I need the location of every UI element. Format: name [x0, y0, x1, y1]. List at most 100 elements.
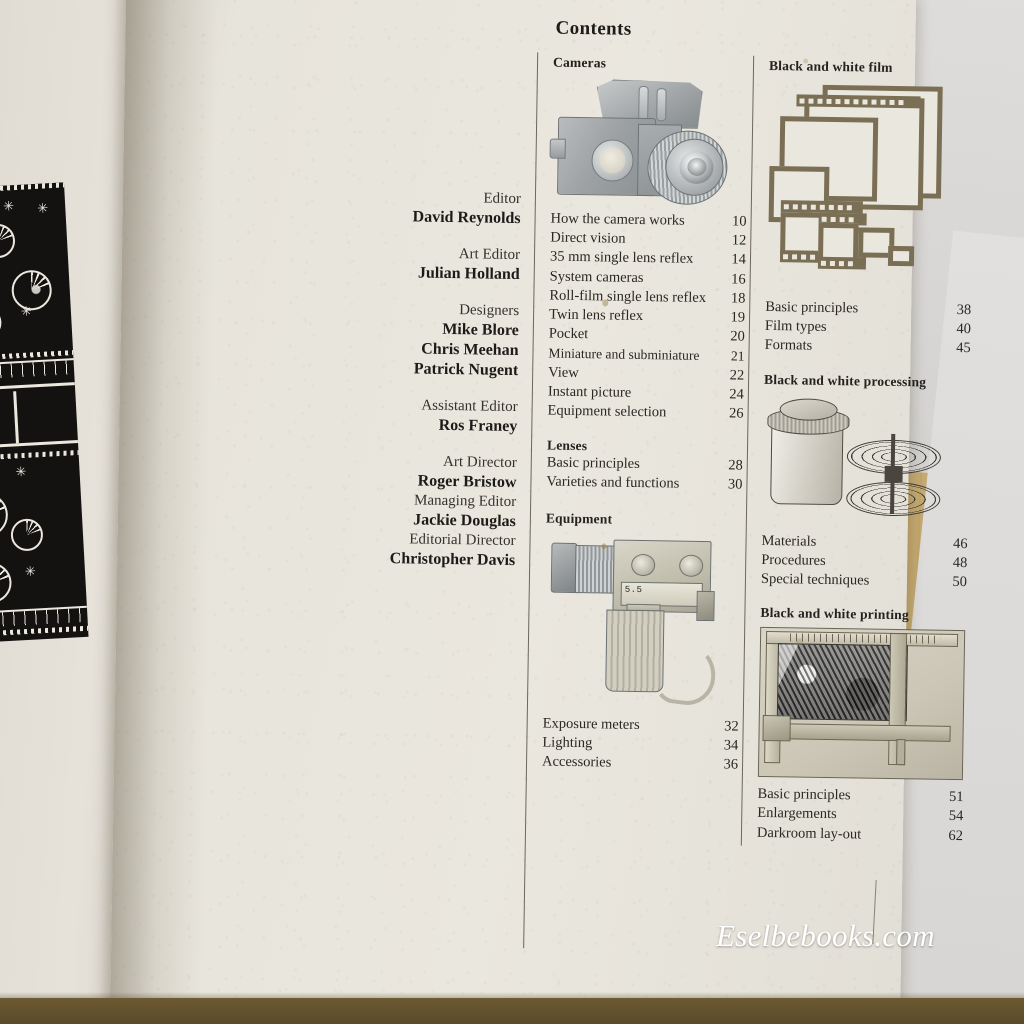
toc-entry-title: Special techniques [760, 570, 870, 589]
meter-lcd-value: 5.5 [624, 584, 643, 595]
meter-dial-right [679, 554, 704, 577]
credits-column: Editor David Reynolds Art Editor Julian … [235, 186, 521, 571]
credit-name: David Reynolds [412, 208, 521, 228]
toc-entry-page: 40 [956, 321, 972, 338]
bw-processing-entry-list: Materials 46 Procedures 48 Special techniq… [761, 532, 968, 593]
section-heading-cameras: Cameras [552, 54, 607, 71]
credit-name: Julian Holland [417, 264, 520, 284]
meter-lens-barrel [574, 544, 616, 594]
toc-entry-page: 26 [728, 405, 744, 422]
toc-entry-page: 36 [723, 756, 739, 773]
toc-entry-page: 14 [731, 251, 747, 269]
spiral-hub [884, 465, 903, 482]
camera-hood-detail [656, 88, 667, 122]
camera-hood-detail [638, 85, 649, 123]
toc-entry-page: 18 [730, 290, 746, 307]
toc-entry-page: 16 [731, 271, 746, 288]
toc-entry-title: Instant picture [547, 383, 632, 401]
toc-entry-page: 22 [729, 367, 745, 384]
toc-entry-page: 48 [952, 554, 968, 571]
enlarger-adjust-knob [762, 715, 791, 742]
toc-entry-page: 46 [952, 535, 968, 552]
cameras-entry-list: How the camera works 10 Direct vision 12 3… [547, 210, 746, 424]
paper-foxing-speck [602, 299, 609, 307]
credit-name: Ros Franey [438, 416, 518, 436]
contents-page: Contents Editor David Reynolds Art Edito… [109, 0, 971, 1024]
meter-dial-left [631, 553, 656, 576]
section-heading-equipment: Equipment [545, 510, 613, 527]
toc-entry-title: Basic principles [757, 786, 851, 804]
lenses-entry-list: Basic principles 28 Varieties and functio… [546, 454, 743, 495]
toc-entry-title: 35 mm single lens reflex [549, 248, 694, 268]
film-frame-smallest [887, 245, 915, 267]
toc-entry-title: System cameras [549, 268, 644, 286]
toc-entry-page: 32 [724, 717, 739, 735]
toc-entry-title: Accessories [541, 753, 612, 771]
desk-front-edge [0, 998, 1024, 1024]
credit-group: Editor David Reynolds [240, 186, 521, 229]
toc-entry-title: Direct vision [550, 229, 626, 247]
section-heading-black-and-white-film: Black and white film [768, 57, 893, 75]
page-title: Contents [555, 17, 632, 40]
credit-name: Christopher Davis [389, 550, 516, 570]
toc-entry-title: View [548, 364, 579, 381]
toc-entry-title: Procedures [761, 551, 826, 569]
credit-group: Designers Mike Blore Chris Meehan Patric… [238, 298, 520, 381]
toc-entry-title: Pocket [548, 325, 589, 343]
enlarger-horizontal-arm [772, 723, 951, 743]
toc-entry-page: 62 [948, 827, 964, 844]
toc-entry: Special techniques 50 [761, 570, 967, 592]
toc-entry-page: 50 [952, 573, 968, 591]
enlarger-easel-illustration [757, 627, 966, 781]
paper-foxing-speck [601, 543, 607, 550]
camera-wind-knob [549, 138, 566, 159]
toc-entry-title: How the camera works [550, 210, 685, 229]
developing-tank-illustration [762, 394, 970, 527]
equipment-entry-list: Exposure meters 32 Lighting 34 Accessories… [542, 714, 739, 775]
ornamental-engraving-illustration: ✳ ✳ ✳ ✳ ✳ ✳ ✳ ✳ ✳ ✳ [0, 182, 89, 644]
toc-entry-title: Film types [764, 318, 827, 336]
toc-entry-page: 24 [729, 386, 745, 403]
bw-printing-entry-list: Basic principles 51 Enlargements 54 Darkro… [757, 785, 964, 846]
camera-illustration [549, 77, 749, 209]
toc-entry-page: 28 [728, 457, 743, 474]
toc-entry-title: Roll-film single lens reflex [549, 287, 707, 306]
toc-entry: Equipment selection 26 [547, 402, 743, 424]
toc-entry-page: 51 [948, 789, 964, 806]
toc-entry-title: Equipment selection [547, 402, 667, 421]
credit-name: Patrick Nugent [413, 360, 519, 380]
credit-group: Art Editor Julian Holland [240, 242, 521, 285]
developing-tank-cap [779, 397, 838, 421]
toc-entry-page: 34 [723, 737, 739, 754]
film-and-darkroom-column: Black and white film [757, 58, 975, 846]
toc-entry-page: 12 [731, 232, 747, 249]
cameras-column: Cameras [542, 55, 749, 775]
meter-lens-hood [550, 542, 578, 593]
toc-entry-page: 10 [731, 213, 747, 230]
toc-entry-page: 19 [730, 309, 746, 326]
toc-entry-page: 20 [730, 328, 745, 345]
section-heading-black-and-white-processing: Black and white processing [764, 371, 927, 390]
toc-entry-page: 21 [730, 348, 745, 365]
film-perforation-strip-bottom [817, 256, 867, 270]
toc-entry-page: 54 [948, 808, 964, 825]
credit-group: Art Director Roger Bristow Managing Edit… [235, 450, 517, 571]
toc-entry-title: Basic principles [765, 298, 859, 317]
toc-entry-title: Varieties and functions [546, 473, 680, 493]
paper-foxing-speck [795, 638, 804, 645]
toc-entry-title: Formats [764, 337, 813, 355]
toc-entry-page: 45 [955, 340, 971, 357]
toc-entry-title: Lighting [542, 734, 593, 752]
film-formats-illustration [766, 80, 975, 283]
enlarger-support-foot [896, 739, 906, 766]
toc-entry: Accessories 36 [542, 753, 738, 775]
section-heading-black-and-white-printing: Black and white printing [760, 605, 910, 623]
toc-entry: Formats 45 [764, 336, 971, 358]
toc-entry-title: Basic principles [546, 454, 640, 473]
toc-entry-title: Enlargements [757, 805, 837, 823]
toc-entry-title: Exposure meters [542, 715, 640, 733]
toc-entry-title: Materials [761, 532, 817, 550]
